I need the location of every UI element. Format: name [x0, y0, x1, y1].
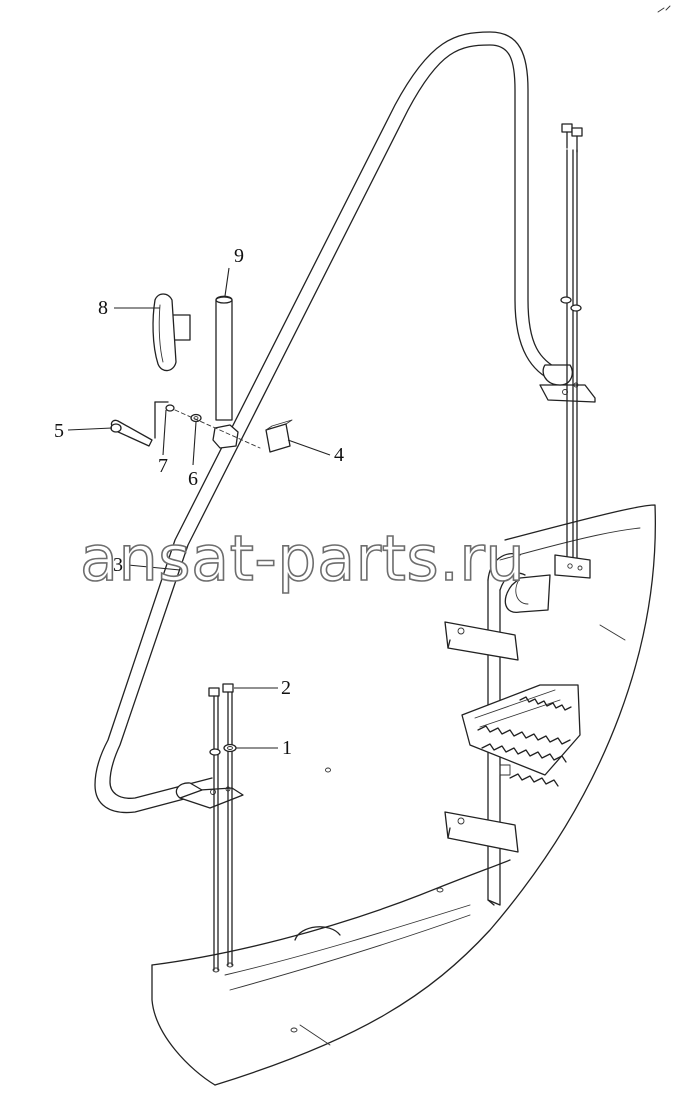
corner-mark [657, 5, 671, 13]
part-labels: 1 2 3 4 5 6 7 8 9 [54, 245, 344, 759]
part-label-8: 8 [98, 297, 108, 319]
grab-rail [94, 31, 596, 814]
lower-bolt-set [208, 683, 237, 973]
part-label-9: 9 [234, 245, 244, 267]
watermark-text: ansat-parts.ru [80, 522, 525, 595]
part-label-5: 5 [54, 420, 64, 442]
part-label-1: 1 [282, 737, 292, 759]
part-label-4: 4 [334, 444, 344, 466]
upper-bolt-set [554, 123, 591, 579]
part-label-3: 3 [113, 554, 123, 576]
part-label-6: 6 [188, 468, 198, 490]
pin-assembly [110, 401, 261, 449]
handle-tube [212, 295, 239, 449]
step-ladder [444, 553, 581, 906]
handle-knob [152, 293, 191, 372]
part-label-7: 7 [158, 455, 168, 477]
spacer-block [265, 419, 293, 453]
callout-leaders [67, 267, 331, 749]
part-label-2: 2 [281, 677, 291, 699]
cab-body-panel [151, 504, 656, 1086]
